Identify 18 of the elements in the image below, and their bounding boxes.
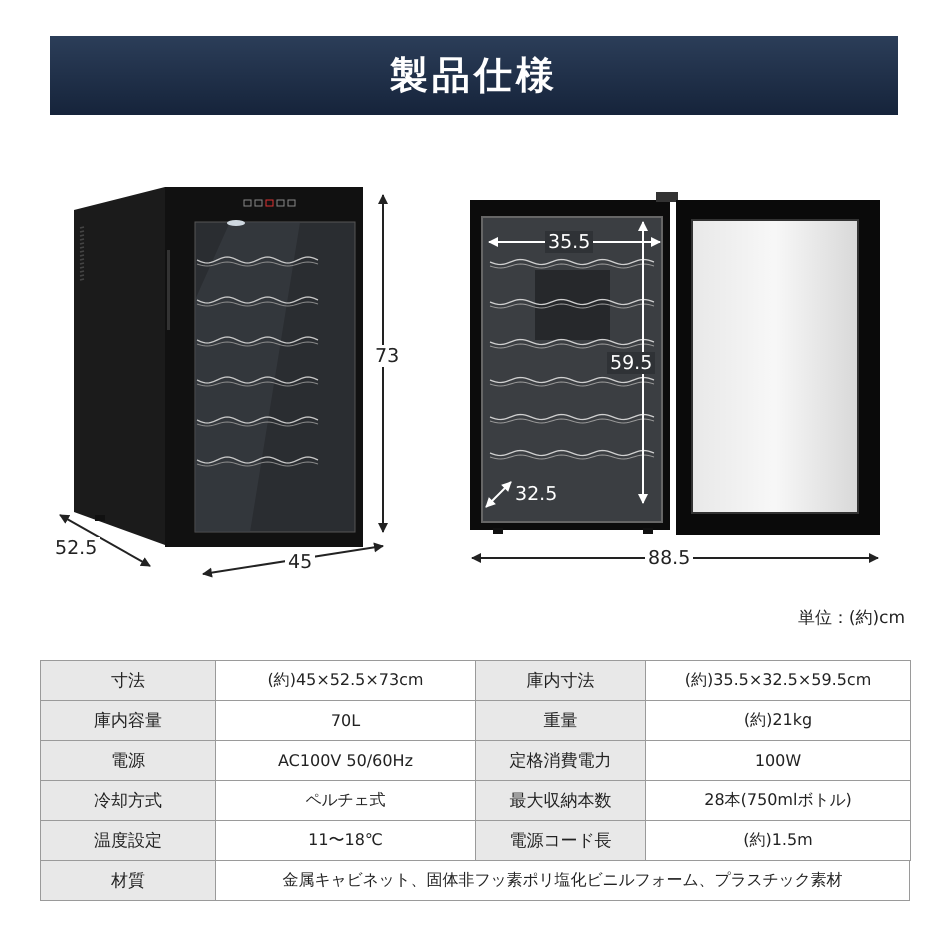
dimension-label: 32.5 [514,483,558,505]
table-header-cell: 温度設定 [40,820,216,861]
table-header-cell: 材質 [40,860,216,901]
table-header-cell: 重量 [475,700,646,741]
table-header-cell: 庫内容量 [40,700,216,741]
table-cell: 金属キャビネット、固体非フッ素ポリ塩化ビニルフォーム、プラスチック素材 [215,860,910,901]
table-header-cell: 寸法 [40,660,216,701]
dimension-label: 59.5 [607,352,656,374]
title-banner: 製品仕様 [50,36,898,115]
table-cell: (約)35.5×32.5×59.5cm [645,660,911,701]
table-header-cell: 最大収納本数 [475,780,646,821]
table-header-cell: 電源 [40,740,216,781]
table-header-cell: 庫内寸法 [475,660,646,701]
unit-note: 単位：(約)cm [798,607,905,629]
dimension-label: 35.5 [545,231,594,253]
table-header-cell: 定格消費電力 [475,740,646,781]
table-header-cell: 電源コード長 [475,820,646,861]
table-header-cell: 冷却方式 [40,780,216,821]
